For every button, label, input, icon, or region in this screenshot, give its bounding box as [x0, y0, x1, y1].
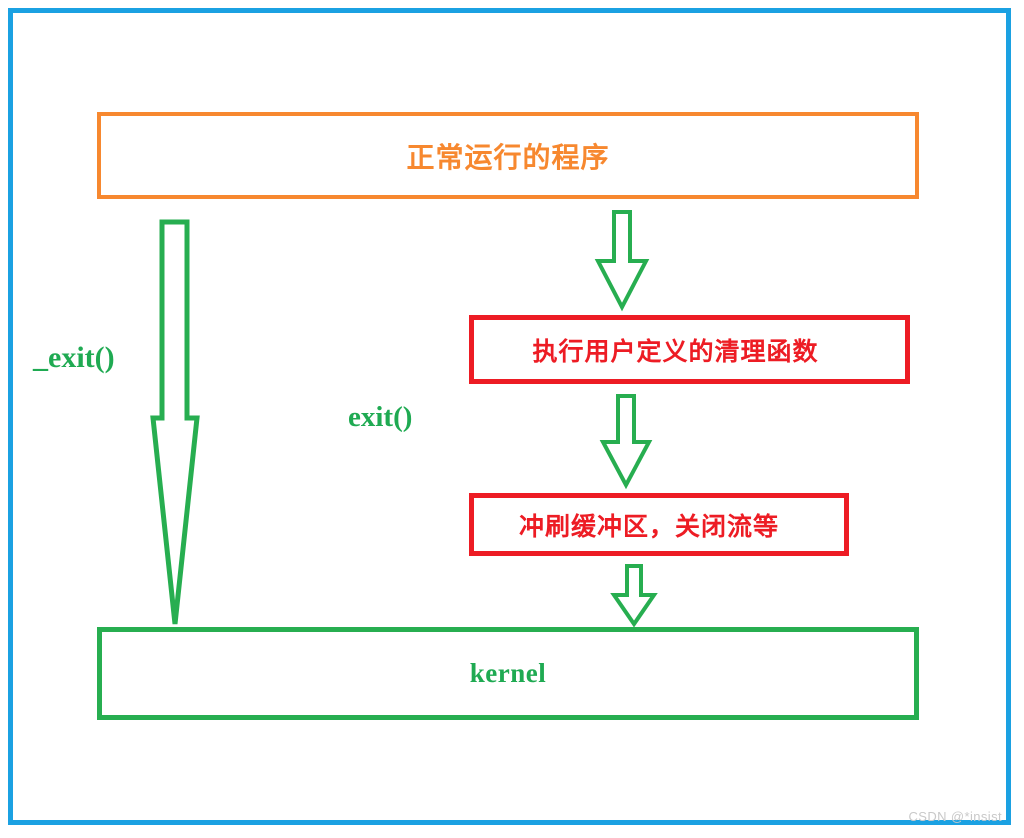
node-cleanup-functions-label: 执行用户定义的清理函数: [532, 338, 819, 366]
edge-label-exit: exit(): [348, 401, 413, 433]
arrow-cleanup-to-flush: [598, 392, 654, 490]
outer-border-frame: [8, 8, 1011, 825]
arrow-flush-to-kernel: [610, 562, 660, 628]
node-cleanup-functions: 执行用户定义的清理函数: [469, 315, 910, 384]
node-kernel: kernel: [97, 627, 919, 720]
node-kernel-label: kernel: [469, 658, 547, 688]
node-flush-buffers: 冲刷缓冲区，关闭流等: [469, 493, 849, 556]
edge-label-underscore-exit: _exit(): [33, 341, 115, 374]
arrow-program-to-kernel: [148, 218, 208, 630]
node-program: 正常运行的程序: [97, 112, 919, 199]
watermark-text: CSDN @*insist: [908, 809, 1002, 824]
node-program-label: 正常运行的程序: [406, 142, 610, 174]
arrow-program-to-cleanup: [592, 208, 652, 312]
node-flush-buffers-label: 冲刷缓冲区，关闭流等: [518, 513, 779, 541]
